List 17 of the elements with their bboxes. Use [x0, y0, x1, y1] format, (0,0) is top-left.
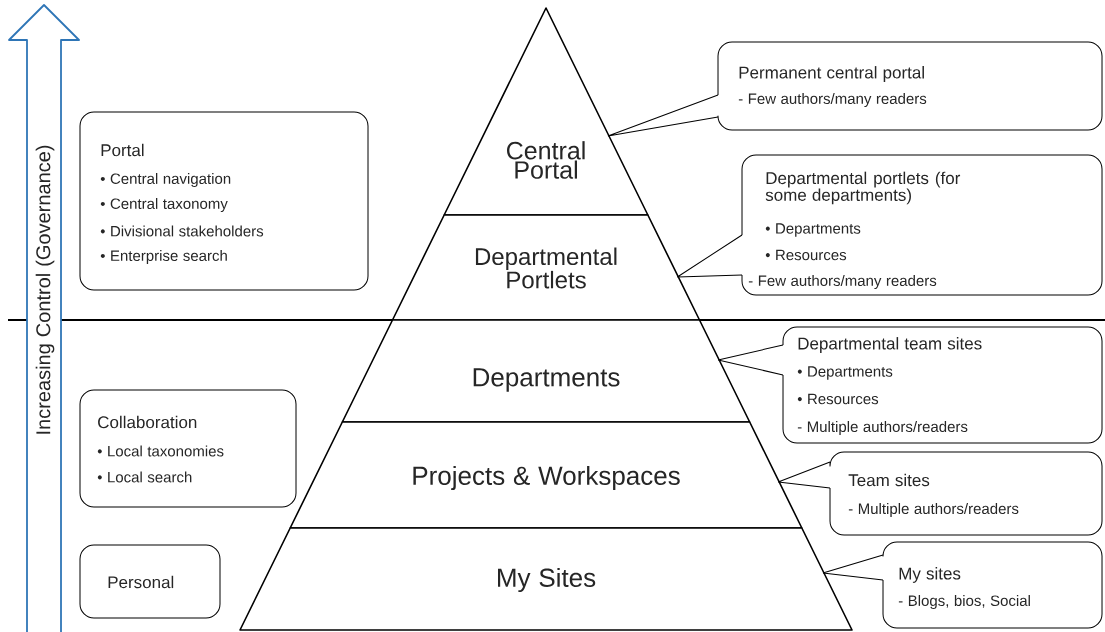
callout-box: Team sites - Multiple authors/readers: [829, 451, 1103, 536]
callout-pointer: [777, 461, 831, 489]
callout-pointer: [676, 234, 743, 278]
pyramid-layer: Departments: [341, 319, 751, 423]
callout-box: Permanent central portal - Few authors/many readers: [717, 41, 1103, 131]
callout-box: Departmental team sites • Departments • Resources - Multiple authors/readers: [782, 326, 1103, 444]
callout-box: My sites - Blogs, bios, Social: [882, 541, 1103, 629]
text-box: Portal • Central navigation • Central taxonomy • Divisional stakeholders • Enterprise search: [79, 111, 369, 291]
pyramid-layer: Departmental Portlets: [391, 214, 701, 321]
callout-box: Departmental portlets (for some departments) • Departments • Resources - Few authors/many readers: [741, 154, 1103, 296]
text-box: Personal: [79, 544, 221, 619]
callout-pointer: [607, 94, 719, 137]
pyramid-layer: My Sites: [239, 527, 853, 631]
callout-pointer: [717, 344, 784, 376]
callout-pointer: [822, 554, 884, 581]
text-box: Collaboration • Local taxonomies • Local search: [79, 389, 297, 508]
pyramid-layer: Central Portal: [443, 7, 649, 216]
